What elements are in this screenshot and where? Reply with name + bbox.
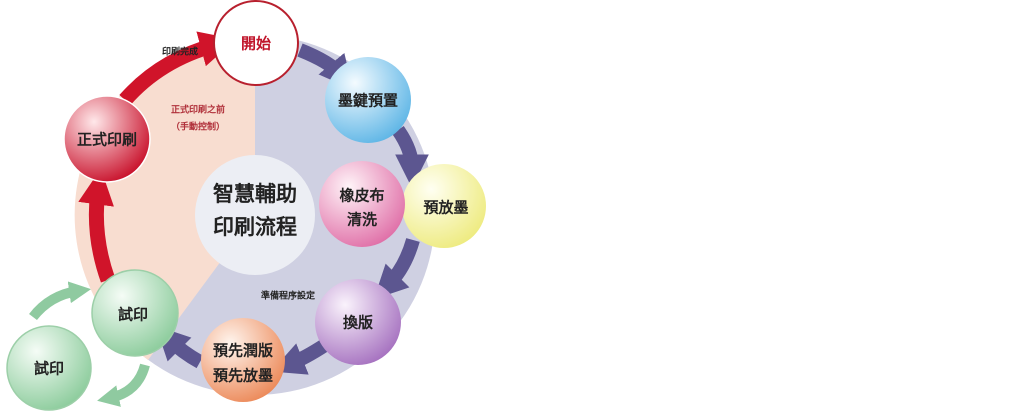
arrow-preink-to-platechange: [373, 237, 420, 300]
node-plate-change: 換版: [315, 279, 401, 365]
center-circle: [195, 155, 315, 275]
arrow-test-to-production: [78, 168, 116, 283]
node-pre-damp-line2: 預先放墨: [213, 367, 273, 385]
node-test-print: 試印: [91, 269, 179, 357]
center-title-line2: 印刷流程: [213, 215, 297, 239]
node-pre-damp-line1: 預先潤版: [213, 342, 273, 360]
label-before-production: 正式印刷之前: [171, 104, 225, 116]
green-arrows: [29, 281, 150, 407]
node-blanket-wash-line1: 橡皮布: [339, 187, 384, 205]
red-arrows: [78, 31, 236, 283]
node-production-print-label: 正式印刷: [77, 131, 137, 149]
node-pre-ink: 預放墨: [402, 164, 486, 248]
node-blanket-wash: 橡皮布 清洗: [319, 161, 405, 247]
node-production-print: 正式印刷: [63, 95, 151, 183]
node-start: 開始: [213, 0, 299, 86]
node-test-print-repeat: 試印: [6, 325, 92, 411]
arrow-repeat-to-test: [29, 281, 92, 321]
node-pre-ink-label: 預放墨: [423, 199, 468, 217]
node-test-print-repeat-label: 試印: [34, 360, 64, 378]
node-pre-damp: 預先潤版 預先放墨: [201, 318, 285, 402]
arrow-inkkey-to-preink: [392, 125, 429, 189]
arrow-test-to-repeat: [97, 363, 150, 407]
label-print-complete: 印刷完成: [162, 46, 198, 58]
label-prep-setup: 準備程序設定: [261, 290, 316, 302]
arrow-production-to-start: [119, 31, 236, 106]
arrow-platechange-to-predamp: [271, 339, 329, 375]
node-blanket-wash-line2: 清洗: [347, 211, 377, 229]
center-title-line1: 智慧輔助: [213, 182, 297, 206]
arrow-predamp-to-test: [155, 325, 204, 369]
node-test-print-label: 試印: [118, 306, 148, 324]
node-ink-key-preset-label: 墨鍵預置: [338, 92, 398, 110]
label-manual-control: （手動控制）: [171, 121, 225, 133]
node-plate-change-label: 換版: [343, 314, 373, 332]
node-ink-key-preset: 墨鍵預置: [325, 57, 411, 143]
node-start-label: 開始: [241, 35, 271, 53]
